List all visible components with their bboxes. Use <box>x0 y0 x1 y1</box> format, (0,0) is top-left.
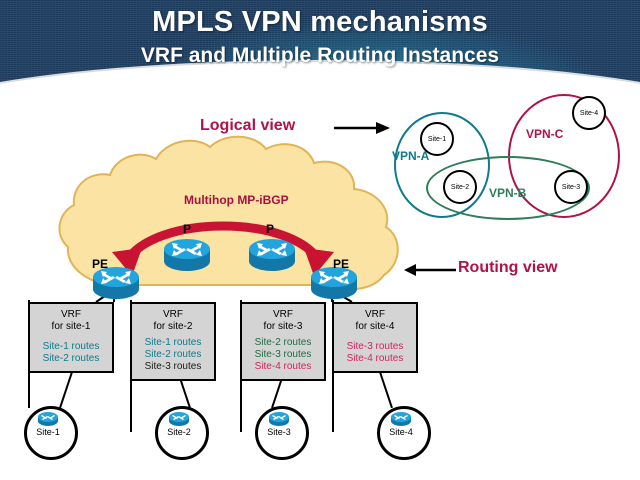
vrf-title: VRF for site-1 <box>34 309 108 333</box>
vrf-title-line1: VRF <box>365 309 385 320</box>
vrf-route-entry: Site-3 routes <box>144 361 202 372</box>
vrf-title-line2: for site-2 <box>153 321 193 332</box>
vpn-b-label: VPN-B <box>489 186 527 200</box>
site-box-2: Site-2 <box>143 406 221 460</box>
page-title: MPLS VPN mechanisms <box>152 6 488 38</box>
venn-site-node: Site-4 <box>572 96 606 130</box>
router-icon-p1 <box>164 239 210 271</box>
router-label-p2: P <box>266 222 275 236</box>
page-subtitle: VRF and Multiple Routing Instances <box>140 44 500 67</box>
site-circle <box>155 406 209 460</box>
venn-site-node: Site-2 <box>443 170 477 204</box>
vpn-c-label: VPN-C <box>526 127 564 141</box>
vrf-route-entry: Site-2 routes <box>144 349 202 360</box>
site-label: Site-3 <box>267 427 291 437</box>
routing-view-label: Routing view <box>458 259 558 276</box>
vrf-route-list: Site-3 routes Site-4 routes <box>338 341 412 365</box>
vrf-title: VRF for site-3 <box>246 309 320 333</box>
vrf-route-entry: Site-2 routes <box>42 353 100 364</box>
venn-site-node: Site-3 <box>554 170 588 204</box>
vrf-route-entry: Site-1 routes <box>42 341 100 352</box>
vrf-route-entry: Site-4 routes <box>346 353 404 364</box>
vrf-box-site-2: VRF for site-2 Site-1 routes Site-2 rout… <box>130 302 216 381</box>
vrf-title: VRF for site-4 <box>338 309 412 333</box>
vrf-title-line1: VRF <box>273 309 293 320</box>
site-router-icon <box>169 412 189 426</box>
vrf-route-entry: Site-3 routes <box>254 349 312 360</box>
vpn-a-label: VPN-A <box>392 149 430 163</box>
title-banner: MPLS VPN mechanisms VRF and Multiple Rou… <box>0 0 640 100</box>
router-label-pe2: PE <box>333 257 350 271</box>
routing-view-arrow-icon <box>404 264 456 276</box>
router-icon-p2 <box>249 239 295 271</box>
site-circle <box>255 406 309 460</box>
router-label-pe1: PE <box>92 257 109 271</box>
router-icon-pe1 <box>93 267 139 299</box>
vrf-route-list: Site-2 routes Site-3 routes Site-4 route… <box>246 337 320 373</box>
router-label-p1: P <box>183 222 192 236</box>
site-label: Site-2 <box>167 427 191 437</box>
vrf-title-line1: VRF <box>163 309 183 320</box>
vrf-title: VRF for site-2 <box>136 309 210 333</box>
vpn-b-ellipse <box>426 156 590 220</box>
vrf-route-entry: Site-3 routes <box>346 341 404 352</box>
banner-background <box>0 0 640 100</box>
site-label: Site-4 <box>389 427 413 437</box>
vrf-route-list: Site-1 routes Site-2 routes <box>34 341 108 365</box>
logical-view-label: Logical view <box>200 117 296 134</box>
vrf-box-site-1: VRF for site-1 Site-1 routes Site-2 rout… <box>28 302 114 373</box>
site-box-1: Site-1 <box>12 406 90 460</box>
vrf-box-site-3: VRF for site-3 Site-2 routes Site-3 rout… <box>240 302 326 381</box>
vrf-title-line1: VRF <box>61 309 81 320</box>
mp-ibgp-annotation: Multihop MP-iBGP <box>184 193 289 207</box>
site-box-3: Site-3 <box>243 406 321 460</box>
vrf-box-site-4: VRF for site-4 Site-3 routes Site-4 rout… <box>332 302 418 373</box>
vrf-route-entry: Site-2 routes <box>254 337 312 348</box>
site-router-icon <box>38 412 58 426</box>
mp-ibgp-double-arrow-icon <box>112 221 334 276</box>
vrf-title-line2: for site-3 <box>263 321 303 332</box>
vrf-route-list: Site-1 routes Site-2 routes Site-3 route… <box>136 337 210 373</box>
vrf-route-entry: Site-1 routes <box>144 337 202 348</box>
vrf-route-entry: Site-4 routes <box>254 361 312 372</box>
vrf-site-connectors <box>59 289 393 409</box>
vrf-title-line2: for site-4 <box>355 321 395 332</box>
site-label: Site-1 <box>36 427 60 437</box>
venn-site-node: Site-1 <box>420 122 454 156</box>
site-box-4: Site-4 <box>365 406 443 460</box>
site-router-icon <box>391 412 411 426</box>
vrf-title-line2: for site-1 <box>51 321 91 332</box>
router-icon-pe2 <box>311 267 357 299</box>
logical-view-arrow-icon <box>334 122 390 134</box>
vpn-venn-diagram: VPN-A VPN-B VPN-C Site-1 Site-2 Site-3 S… <box>386 92 640 222</box>
site-router-icon <box>269 412 289 426</box>
